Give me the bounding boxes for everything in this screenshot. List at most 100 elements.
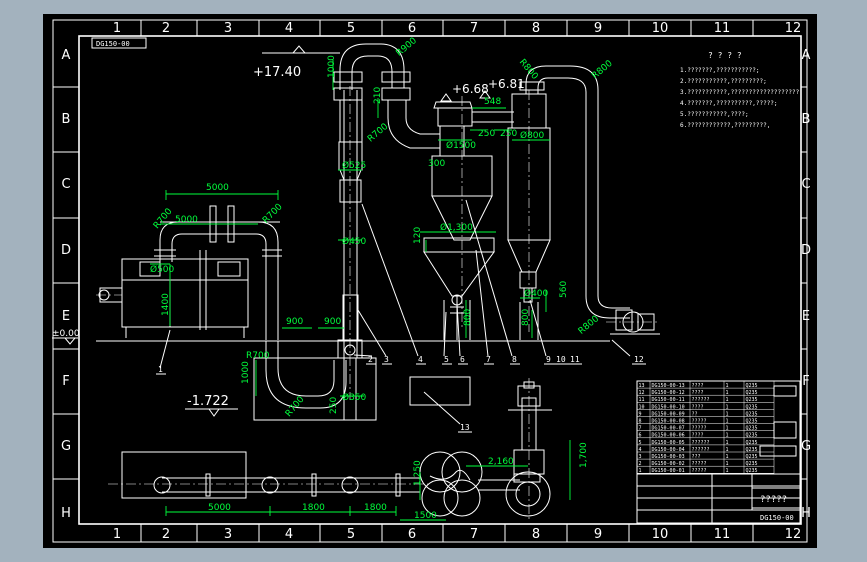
bom-cell: DG150-00-03 <box>652 454 685 460</box>
bom-cell: 9 <box>639 411 642 417</box>
bom-cell: Q235 <box>746 433 758 439</box>
outer-border <box>52 19 808 543</box>
title-block-title: ????? <box>760 495 787 505</box>
bom-cell: 12 <box>639 390 645 396</box>
grid-reference-ticks <box>53 20 807 542</box>
part-number-10: 10 <box>556 355 566 364</box>
notes-heading: ? ? ? ? <box>708 51 742 60</box>
elevation-below: -1.722 <box>185 394 238 417</box>
bom-cell: 1 <box>726 390 729 396</box>
svg-text:548: 548 <box>484 97 501 107</box>
svg-text:+6.68: +6.68 <box>452 82 489 96</box>
bom-cell: ???? <box>692 383 704 389</box>
col-label-top-11: 11 <box>714 21 731 36</box>
elevation-top: +17.40 <box>253 45 340 80</box>
bom-cell: Q235 <box>746 390 758 396</box>
bom-cell: Q235 <box>746 461 758 467</box>
part-13-box <box>409 376 471 406</box>
svg-text:900: 900 <box>286 317 303 327</box>
col-label-bottom-8: 8 <box>532 527 540 542</box>
col-label-bottom-4: 4 <box>285 527 293 542</box>
col-label-top-3: 3 <box>224 21 232 36</box>
note-line-2: 2.???????????,?????????; <box>680 78 767 85</box>
drawing-code-bottom: DG150-00 <box>760 514 794 522</box>
cyclone-primary <box>423 96 514 340</box>
col-label-top-8: 8 <box>532 21 540 36</box>
svg-text:1000: 1000 <box>241 361 251 384</box>
bom-cell: 1 <box>726 426 729 432</box>
bom-cell: ????? <box>692 461 707 467</box>
col-label-top-4: 4 <box>285 21 293 36</box>
svg-text:Ø1500: Ø1500 <box>446 140 476 151</box>
bom-cell: DG150-00-12 <box>652 390 685 396</box>
svg-text:560: 560 <box>559 281 569 298</box>
bom-cell: DG150-00-07 <box>652 426 685 432</box>
part-number-9: 9 <box>546 355 551 364</box>
bom-cell: ?????? <box>692 397 710 403</box>
bom-cell: 5 <box>639 440 642 446</box>
part-number-11: 11 <box>570 355 580 364</box>
bom-cell: Q235 <box>746 426 758 432</box>
part-number-3: 3 <box>384 355 389 364</box>
bom-cell: ?????? <box>692 447 710 453</box>
bom-cell: 1 <box>726 411 729 417</box>
svg-text:5000: 5000 <box>208 503 231 513</box>
row-label-left-H: H <box>61 506 71 521</box>
bom-cell: ????? <box>692 468 707 474</box>
svg-text:1000: 1000 <box>327 55 337 78</box>
svg-text:1800: 1800 <box>302 503 325 513</box>
col-label-bottom-3: 3 <box>224 527 232 542</box>
bom-cell: 1 <box>726 383 729 389</box>
svg-text:250: 250 <box>329 397 339 414</box>
drawing-code-box <box>91 37 147 49</box>
row-label-right-G: G <box>801 439 811 454</box>
svg-text:2,160: 2,160 <box>488 457 514 467</box>
bom-cell: 1 <box>726 404 729 410</box>
col-label-bottom-9: 9 <box>594 527 602 542</box>
bom-cell: Q235 <box>746 454 758 460</box>
col-label-top-6: 6 <box>408 21 416 36</box>
svg-text:Ø400: Ø400 <box>524 288 549 299</box>
col-label-top-10: 10 <box>652 21 669 36</box>
svg-text:+17.40: +17.40 <box>253 65 301 80</box>
row-label-left-A: A <box>62 48 71 63</box>
row-label-right-H: H <box>801 506 811 521</box>
bom-cell: DG150-00-05 <box>652 440 685 446</box>
svg-text:5000: 5000 <box>206 183 229 193</box>
bom-cell: 8 <box>639 419 642 425</box>
bom-cell: 1 <box>726 461 729 467</box>
bom-cell: 1 <box>726 419 729 425</box>
bom-cell: ???? <box>692 404 704 410</box>
bom-cell: DG150-00-10 <box>652 404 685 410</box>
col-label-top-2: 2 <box>162 21 170 36</box>
svg-text:+6.81: +6.81 <box>488 77 525 91</box>
bom-cell: Q235 <box>746 404 758 410</box>
row-label-right-F: F <box>802 374 809 389</box>
svg-text:±0.00: ±0.00 <box>52 329 80 339</box>
bom-cell: ?? <box>692 411 698 417</box>
bom-cell: DG150-00-02 <box>652 461 685 467</box>
bom-cell: 1 <box>726 433 729 439</box>
note-line-3: 3.???????????,???????????????????; <box>680 89 803 96</box>
bom-cell: 1 <box>639 468 642 474</box>
note-line-6: 6.????????????,?????????, <box>680 122 770 129</box>
technical-notes: ? ? ? ? 1.???????,???????????;2.????????… <box>680 51 803 129</box>
row-label-left-G: G <box>61 439 71 454</box>
inner-frame <box>78 35 802 525</box>
bom-cell: DG150-00-11 <box>652 397 685 403</box>
svg-text:120: 120 <box>413 227 423 244</box>
svg-text:Ø1,300: Ø1,300 <box>440 222 473 233</box>
svg-text:1,250: 1,250 <box>413 460 423 486</box>
svg-text:210: 210 <box>373 87 383 104</box>
exhaust-fan <box>606 309 660 335</box>
svg-text:-1.722: -1.722 <box>187 394 229 409</box>
row-label-left-E: E <box>62 309 70 324</box>
svg-text:R700: R700 <box>246 351 270 361</box>
part-number-6: 6 <box>460 355 465 364</box>
bom-cell: ????? <box>692 419 707 425</box>
bom-cell: ???? <box>692 433 704 439</box>
